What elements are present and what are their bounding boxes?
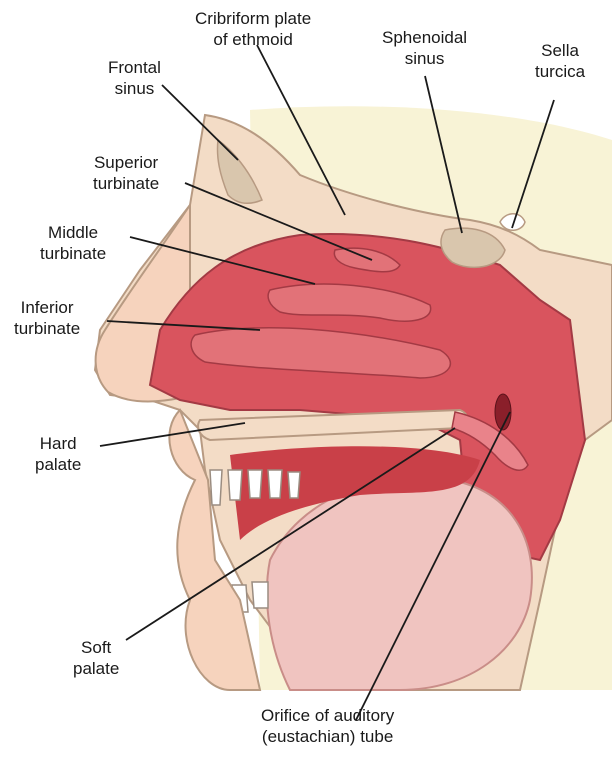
label-inferior-turbinate: Inferior turbinate: [14, 297, 80, 339]
label-sphenoidal-sinus: Sphenoidal sinus: [382, 27, 467, 69]
label-cribriform-plate: Cribriform plate of ethmoid: [195, 8, 311, 50]
label-frontal-sinus: Frontal sinus: [108, 57, 161, 99]
label-superior-turbinate: Superior turbinate: [93, 152, 159, 194]
label-soft-palate: Soft palate: [73, 637, 119, 679]
label-middle-turbinate: Middle turbinate: [40, 222, 106, 264]
label-auditory-tube: Orifice of auditory (eustachian) tube: [261, 705, 394, 747]
label-sella-turcica: Sella turcica: [535, 40, 585, 82]
label-hard-palate: Hard palate: [35, 433, 81, 475]
